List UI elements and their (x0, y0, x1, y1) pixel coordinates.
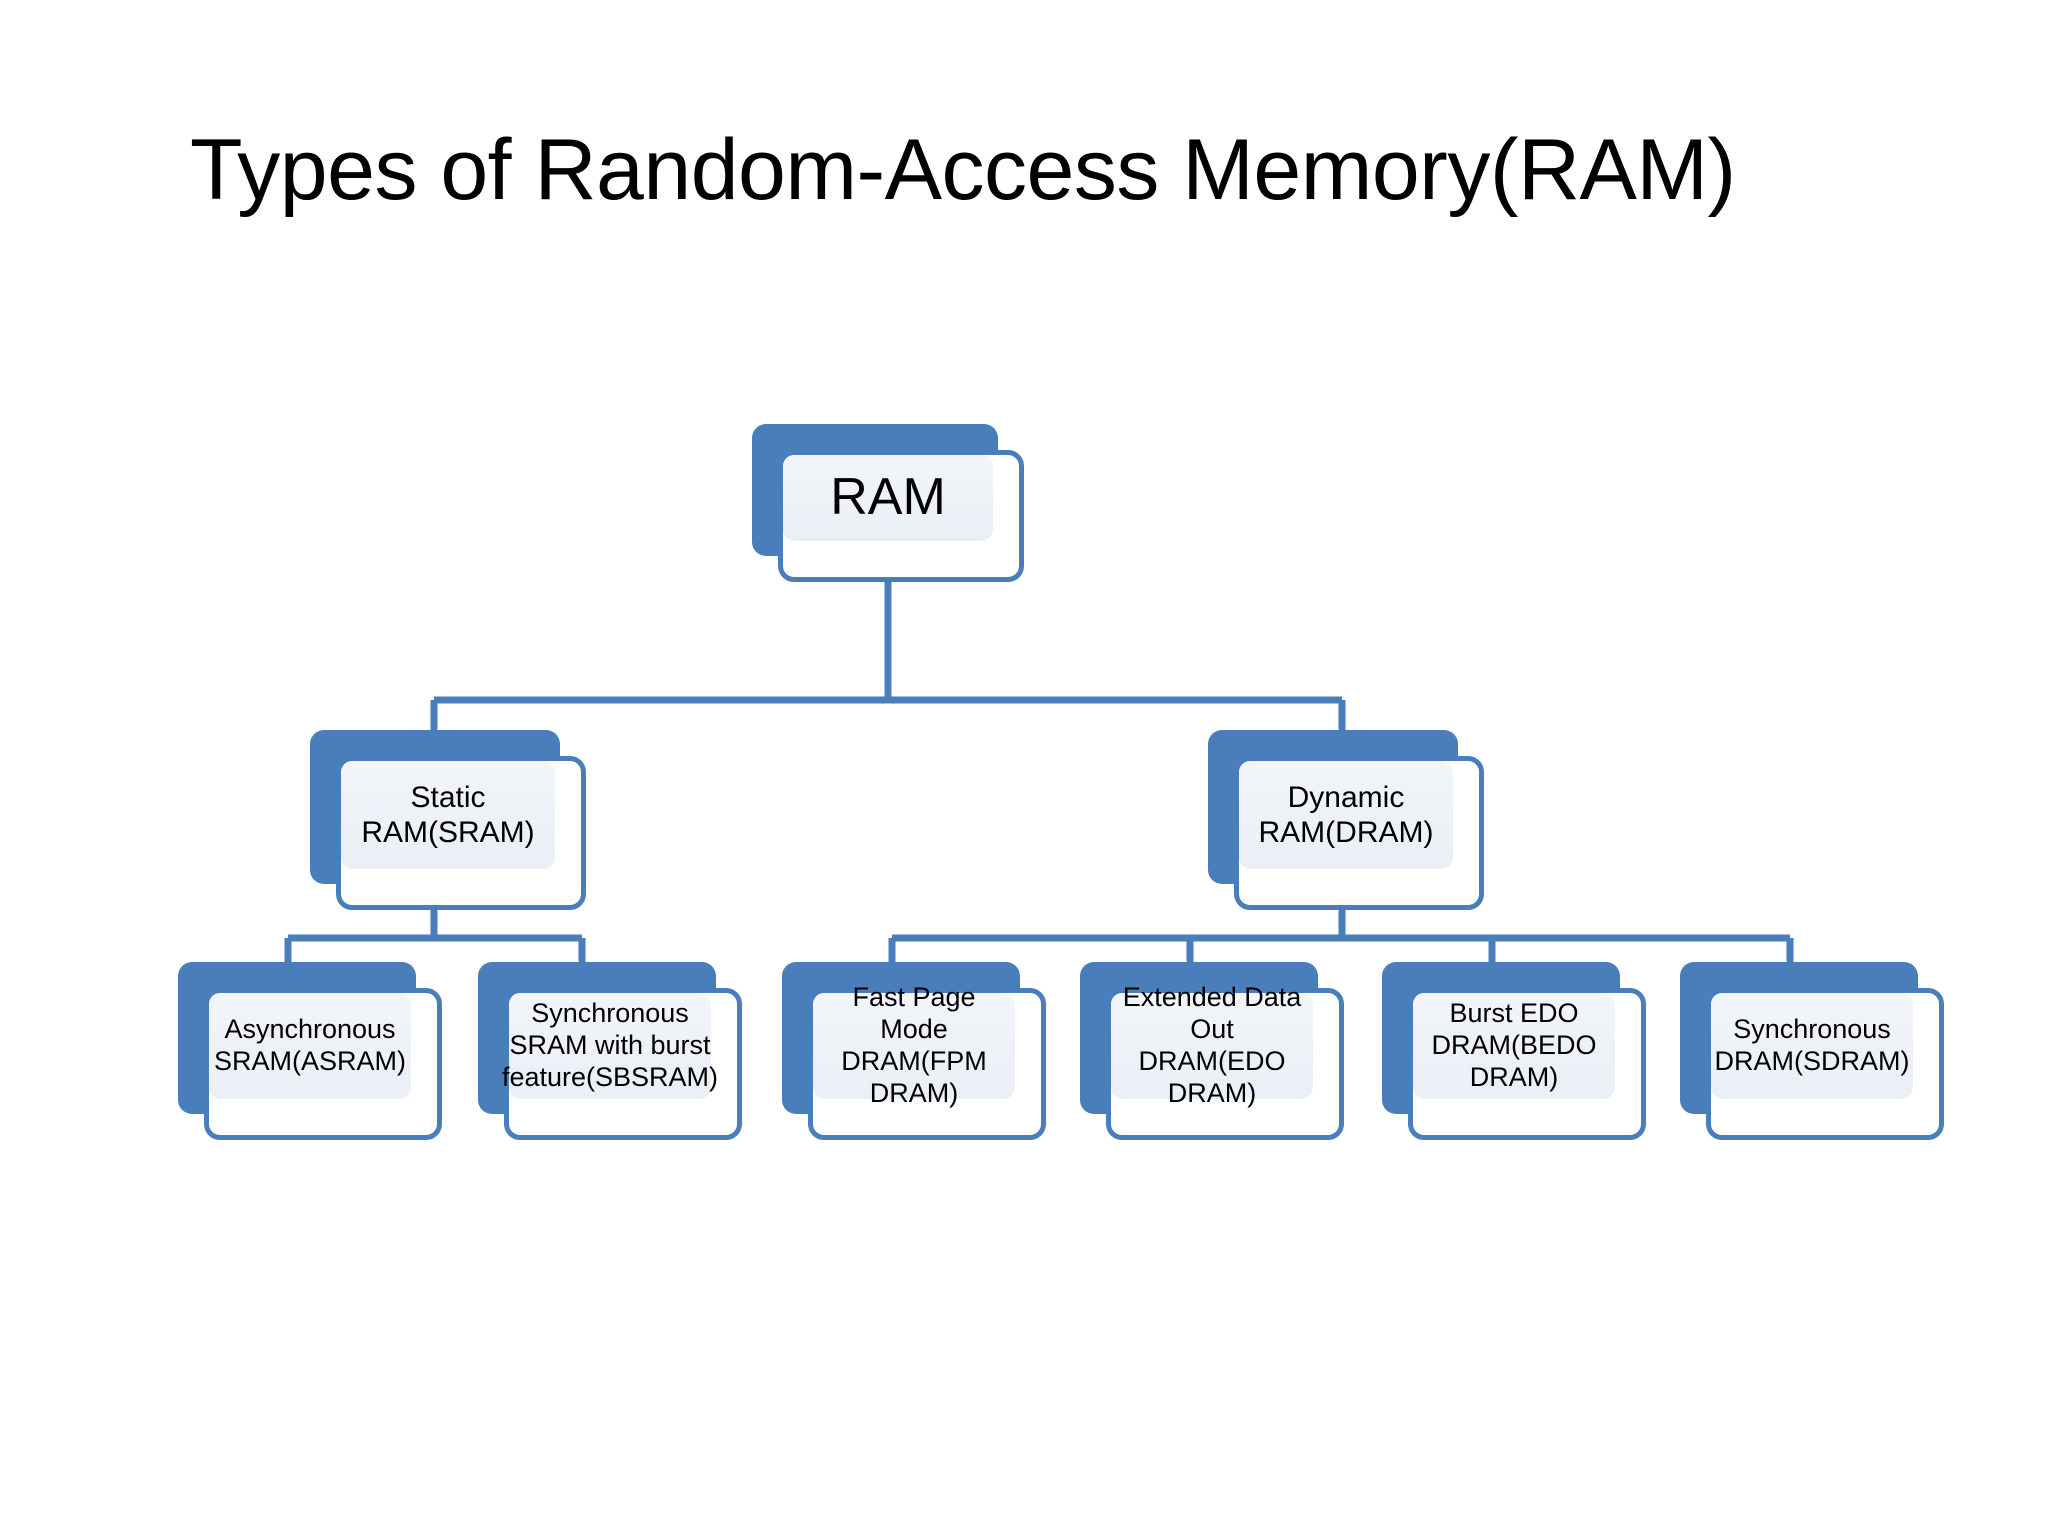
node-label: Extended Data Out DRAM(EDO DRAM) (1122, 982, 1302, 1108)
node-asynchronous-sram[interactable]: Asynchronous SRAM(ASRAM) (178, 962, 442, 1140)
node-label: Synchronous DRAM(SDRAM) (1714, 1014, 1910, 1076)
node-dynamic-ram[interactable]: Dynamic RAM(DRAM) (1208, 730, 1484, 910)
node-card: Fast Page Mode DRAM(FPM DRAM) (808, 982, 1046, 1140)
node-synchronous-dram[interactable]: Synchronous DRAM(SDRAM) (1680, 962, 1944, 1140)
node-label: Burst EDO DRAM(BEDO DRAM) (1431, 998, 1597, 1092)
node-burst-edo-dram[interactable]: Burst EDO DRAM(BEDO DRAM) (1382, 962, 1646, 1140)
node-label: RAM (830, 468, 946, 527)
page-title: Types of Random-Access Memory(RAM) (190, 122, 1736, 218)
node-ram[interactable]: RAM (752, 424, 1024, 582)
node-panel: Fast Page Mode DRAM(FPM DRAM) (813, 982, 1015, 1108)
node-label: Synchronous SRAM with burst feature(SBSR… (501, 998, 719, 1092)
node-card: Asynchronous SRAM(ASRAM) (204, 988, 442, 1140)
node-panel: Burst EDO DRAM(BEDO DRAM) (1413, 993, 1615, 1099)
node-card: Burst EDO DRAM(BEDO DRAM) (1408, 988, 1646, 1140)
node-card: Synchronous DRAM(SDRAM) (1706, 988, 1944, 1140)
node-panel: Asynchronous SRAM(ASRAM) (209, 993, 411, 1099)
node-panel: Synchronous SRAM with burst feature(SBSR… (502, 993, 718, 1099)
node-panel: Synchronous DRAM(SDRAM) (1711, 993, 1913, 1099)
node-synchronous-sram-burst[interactable]: Synchronous SRAM with burst feature(SBSR… (478, 962, 742, 1140)
node-panel: Static RAM(SRAM) (341, 761, 555, 869)
node-label: Fast Page Mode DRAM(FPM DRAM) (841, 982, 987, 1108)
node-card: Dynamic RAM(DRAM) (1234, 756, 1484, 910)
node-label: Static RAM(SRAM) (361, 780, 535, 849)
node-card: Static RAM(SRAM) (336, 756, 586, 910)
node-panel: Extended Data Out DRAM(EDO DRAM) (1111, 982, 1313, 1108)
node-card: Extended Data Out DRAM(EDO DRAM) (1106, 982, 1344, 1140)
node-fast-page-mode-dram[interactable]: Fast Page Mode DRAM(FPM DRAM) (782, 962, 1046, 1140)
node-card: RAM (778, 450, 1024, 582)
node-card: Synchronous SRAM with burst feature(SBSR… (502, 988, 742, 1140)
node-panel: RAM (783, 455, 993, 541)
node-extended-data-out-dram[interactable]: Extended Data Out DRAM(EDO DRAM) (1080, 962, 1344, 1140)
node-label: Asynchronous SRAM(ASRAM) (214, 1014, 407, 1076)
node-static-ram[interactable]: Static RAM(SRAM) (310, 730, 586, 910)
node-panel: Dynamic RAM(DRAM) (1239, 761, 1453, 869)
node-label: Dynamic RAM(DRAM) (1258, 780, 1434, 849)
